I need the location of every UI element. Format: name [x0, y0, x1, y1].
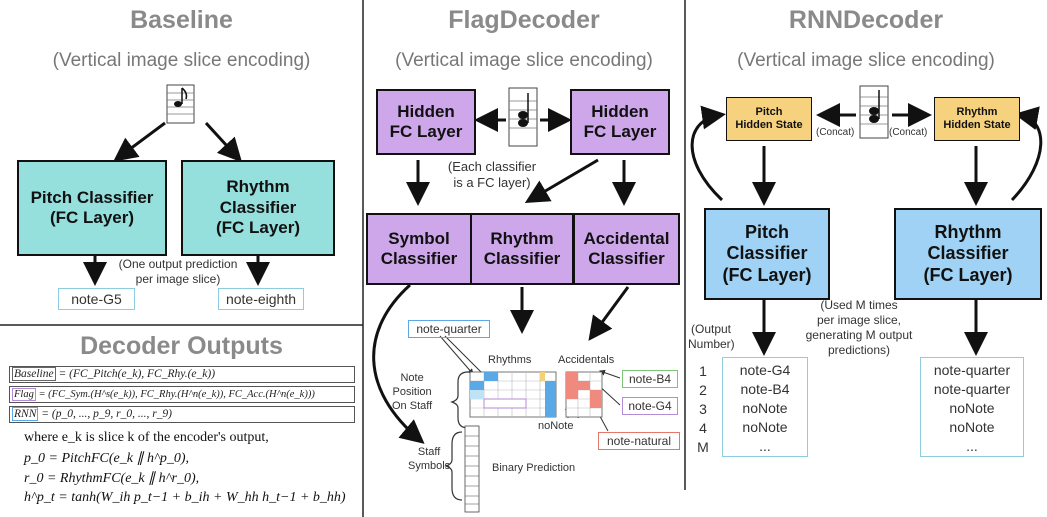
pitch-output-item: noNote	[742, 419, 788, 435]
rnn-output-numbers: 1 2 3 4 M	[688, 362, 718, 457]
eq-rnn: RNN = (p_0, ..., p_9, r_0, ..., r_9)	[9, 406, 355, 423]
flag-staff-symbols: Staff Symbols	[408, 446, 451, 472]
rnn-concat-left: (Concat)	[816, 127, 855, 138]
rnn-concat-right: (Concat)	[889, 127, 928, 138]
rnn-subtitle: (Vertical image slice encoding)	[737, 50, 995, 71]
flag-rhythms-label: Rhythms	[488, 354, 532, 366]
output-number: 2	[699, 382, 707, 398]
rhythm-output-item: note-quarter	[933, 362, 1011, 378]
decoder-outputs-title: Decoder Outputs	[80, 332, 283, 360]
flag-hidden-left: Hidden FC Layer	[376, 89, 476, 155]
flag-note-natural: note-natural	[598, 432, 680, 450]
rnn-pitch-classifier: Pitch Classifier (FC Layer)	[704, 208, 830, 300]
rnn-rhythm-hidden-state: Rhythm Hidden State	[934, 97, 1020, 141]
rnn-rhythm-outputs: note-quarter note-quarter noNote noNote …	[920, 357, 1024, 457]
flag-each-note: (Each classifier is a FC layer)	[447, 159, 537, 191]
output-number: 4	[699, 420, 707, 436]
pitch-output-item: ...	[759, 438, 771, 454]
baseline-pitch-output: note-G5	[58, 288, 135, 310]
flag-note-position: Note Position On Staff	[392, 372, 433, 412]
baseline-rhythm-output: note-eighth	[218, 288, 304, 310]
rnn-title: RNNDecoder	[788, 6, 944, 34]
flag-accidental-classifier: Accidental Classifier	[574, 213, 680, 285]
flag-note-b4: note-B4	[622, 370, 678, 388]
rnn-rhythm-classifier: Rhythm Classifier (FC Layer)	[894, 208, 1042, 300]
rnn-pitch-hidden-state: Pitch Hidden State	[726, 97, 812, 141]
rnn-used-note: (Used M times per image slice, generatin…	[805, 298, 913, 357]
baseline-subtitle: (Vertical image slice encoding)	[52, 50, 311, 71]
baseline-title: Baseline	[130, 6, 233, 34]
flag-title: FlagDecoder	[448, 6, 600, 34]
eq-flag: Flag = (FC_Sym.(H^s(e_k)), FC_Rhy.(H^n(e…	[9, 386, 355, 403]
output-number: 3	[699, 401, 707, 417]
flag-accidentals-label: Accidentals	[558, 354, 615, 366]
eq-ht: h^p_t = tanh(W_ih p_t−1 + b_ih + W_hh h_…	[24, 490, 346, 505]
flag-symbol-classifier: Symbol Classifier	[366, 213, 472, 285]
flag-note-g4: note-G4	[622, 397, 678, 415]
flag-no-note: noNote	[538, 420, 574, 432]
baseline-pitch-classifier: Pitch Classifier (FC Layer)	[17, 160, 167, 256]
flag-rhythm-classifier: Rhythm Classifier	[472, 213, 574, 285]
output-number: 1	[699, 363, 707, 379]
rhythm-output-item: note-quarter	[933, 381, 1011, 397]
flag-binary-prediction: Binary Prediction	[492, 462, 576, 474]
baseline-output-note: (One output prediction per image slice)	[118, 257, 238, 286]
pitch-output-item: note-G4	[739, 362, 791, 378]
eq-r0: r_0 = RhythmFC(e_k ∥ h^r_0),	[24, 471, 200, 486]
rhythm-output-item: noNote	[949, 400, 995, 416]
rhythm-output-item: noNote	[949, 419, 995, 435]
eq-p0: p_0 = PitchFC(e_k ∥ h^p_0),	[24, 451, 190, 466]
eq-where: where e_k is slice k of the encoder's ou…	[24, 430, 269, 445]
output-number: M	[697, 439, 709, 455]
rhythm-output-item: ...	[966, 438, 978, 454]
flag-subtitle: (Vertical image slice encoding)	[395, 50, 653, 71]
eq-baseline: Baseline = (FC_Pitch(e_k), FC_Rhy.(e_k))	[9, 366, 355, 383]
baseline-rhythm-classifier: Rhythm Classifier (FC Layer)	[181, 160, 335, 256]
pitch-output-item: note-B4	[740, 381, 790, 397]
rnn-pitch-outputs: note-G4 note-B4 noNote noNote ...	[722, 357, 808, 457]
flag-note-quarter: note-quarter	[408, 320, 490, 338]
pitch-output-item: noNote	[742, 400, 788, 416]
rnn-output-number-label: (Output Number)	[688, 322, 735, 351]
flag-hidden-right: Hidden FC Layer	[570, 89, 670, 155]
